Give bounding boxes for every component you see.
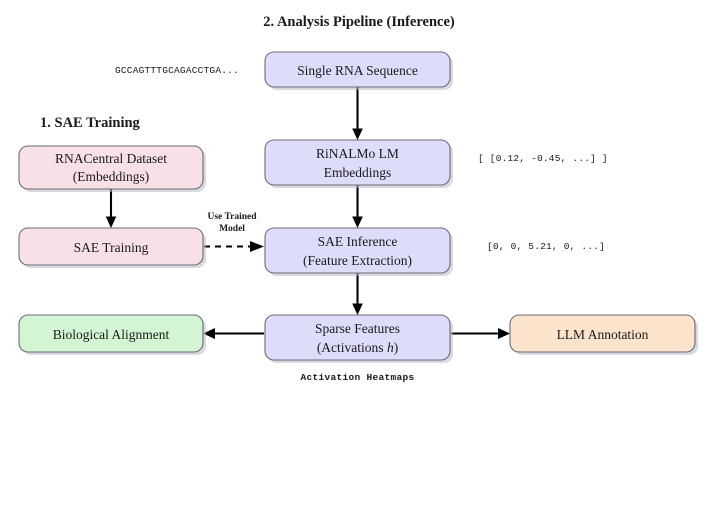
node-label-sparse-features-line-1: Sparse Features xyxy=(315,321,400,336)
annotation-activations-vector: [0, 0, 5.21, 0, ...] xyxy=(487,241,605,252)
node-biological-alignment[interactable]: Biological Alignment xyxy=(18,314,206,355)
node-sae-training[interactable]: SAE Training xyxy=(18,227,206,268)
node-label-rnacentral-line-1: RNACentral Dataset xyxy=(55,151,167,166)
pipeline-section-title: 2. Analysis Pipeline (Inference) xyxy=(263,14,455,30)
node-label-sae-training: SAE Training xyxy=(74,240,149,255)
arrow-sequence-to-embeddings xyxy=(352,87,363,140)
arrow-sparse-features-to-biological-alignment xyxy=(203,328,264,339)
node-label-biological-alignment: Biological Alignment xyxy=(53,327,170,342)
node-rinalmo-lm-embeddings[interactable]: RiNALMo LM Embeddings xyxy=(264,139,453,188)
annotation-embeddings-vector: [ [0.12, -0.45, ...] ] xyxy=(478,153,608,164)
arrow-inference-to-sparse-features xyxy=(352,273,363,315)
arrow-use-trained-model-dashed xyxy=(204,241,264,252)
node-label-rinalmo-line-1: RiNALMo LM xyxy=(316,146,399,161)
node-rnacentral-dataset[interactable]: RNACentral Dataset (Embeddings) xyxy=(18,145,206,192)
annotation-rna-sequence-text: GCCAGTTTGCAGACCTGA... xyxy=(115,65,239,76)
arrow-dataset-to-sae-training xyxy=(105,189,117,228)
edge-label-use-trained-model: Use Trained Model xyxy=(208,212,258,234)
node-llm-annotation[interactable]: LLM Annotation xyxy=(509,314,698,355)
node-label-rnacentral-line-2: (Embeddings) xyxy=(73,169,150,184)
node-label-rinalmo-line-2: Embeddings xyxy=(324,165,392,180)
edge-label-line-1: Use Trained xyxy=(208,212,258,222)
node-label-llm-annotation: LLM Annotation xyxy=(557,327,649,342)
training-section-title: 1. SAE Training xyxy=(40,115,141,131)
node-single-rna-sequence[interactable]: Single RNA Sequence xyxy=(264,51,453,90)
node-label-sae-inference-line-1: SAE Inference xyxy=(318,234,398,249)
node-sae-inference[interactable]: SAE Inference (Feature Extraction) xyxy=(264,227,453,276)
annotation-activation-heatmaps-caption: Activation Heatmaps xyxy=(300,372,414,383)
node-label-sae-inference-line-2: (Feature Extraction) xyxy=(303,253,412,268)
arrow-embeddings-to-inference xyxy=(352,185,363,228)
arrow-sparse-features-to-llm-annotation xyxy=(451,328,510,339)
edge-label-line-2: Model xyxy=(219,224,245,234)
node-label-sparse-features-line-2: (Activations h) xyxy=(317,340,398,355)
node-label-single-rna-sequence: Single RNA Sequence xyxy=(297,63,418,78)
node-sparse-features[interactable]: Sparse Features (Activations h) xyxy=(264,314,453,363)
arrow-group xyxy=(105,87,510,339)
